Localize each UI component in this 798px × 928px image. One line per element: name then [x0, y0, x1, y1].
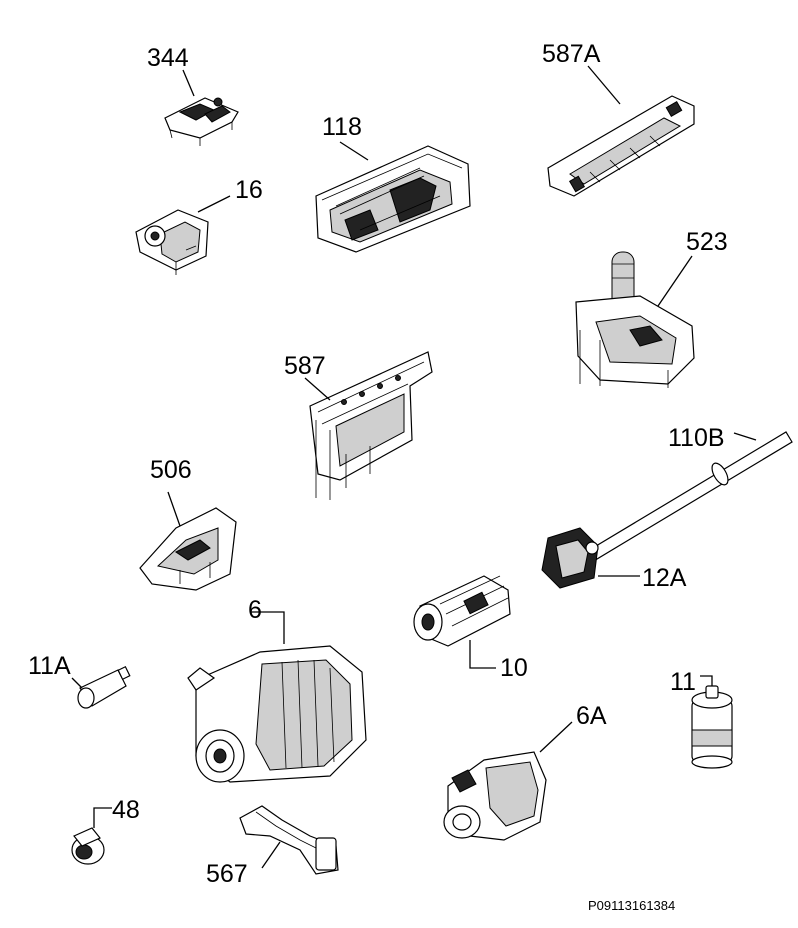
part-506 [139, 491, 237, 591]
label-11A: 11A [28, 652, 71, 680]
part-344 [164, 69, 239, 146]
label-567: 567 [206, 860, 248, 888]
label-12A: 12A [642, 564, 687, 592]
part-12A [541, 527, 640, 589]
label-10: 10 [500, 654, 528, 682]
part-587A [547, 65, 695, 197]
part-48 [71, 807, 112, 865]
label-344: 344 [147, 44, 189, 72]
part-118 [315, 141, 471, 253]
part-567 [239, 805, 339, 875]
label-6A: 6A [576, 702, 607, 730]
label-587A: 587A [542, 40, 601, 68]
part-11 [691, 675, 733, 769]
label-523: 523 [686, 228, 728, 256]
label-11: 11 [670, 668, 696, 696]
part-16 [135, 195, 231, 275]
reference-code: P09113161384 [588, 898, 675, 913]
label-118: 118 [322, 113, 362, 141]
part-587 [304, 351, 433, 500]
label-506: 506 [150, 456, 192, 484]
label-587: 587 [284, 352, 326, 380]
label-48: 48 [112, 796, 140, 824]
part-6 [187, 611, 367, 783]
label-6: 6 [248, 596, 262, 624]
label-16: 16 [235, 176, 263, 204]
part-523 [575, 251, 695, 388]
part-11A [71, 665, 131, 709]
part-10 [413, 575, 511, 669]
part-6A [443, 721, 573, 841]
label-110B: 110B [668, 424, 725, 452]
